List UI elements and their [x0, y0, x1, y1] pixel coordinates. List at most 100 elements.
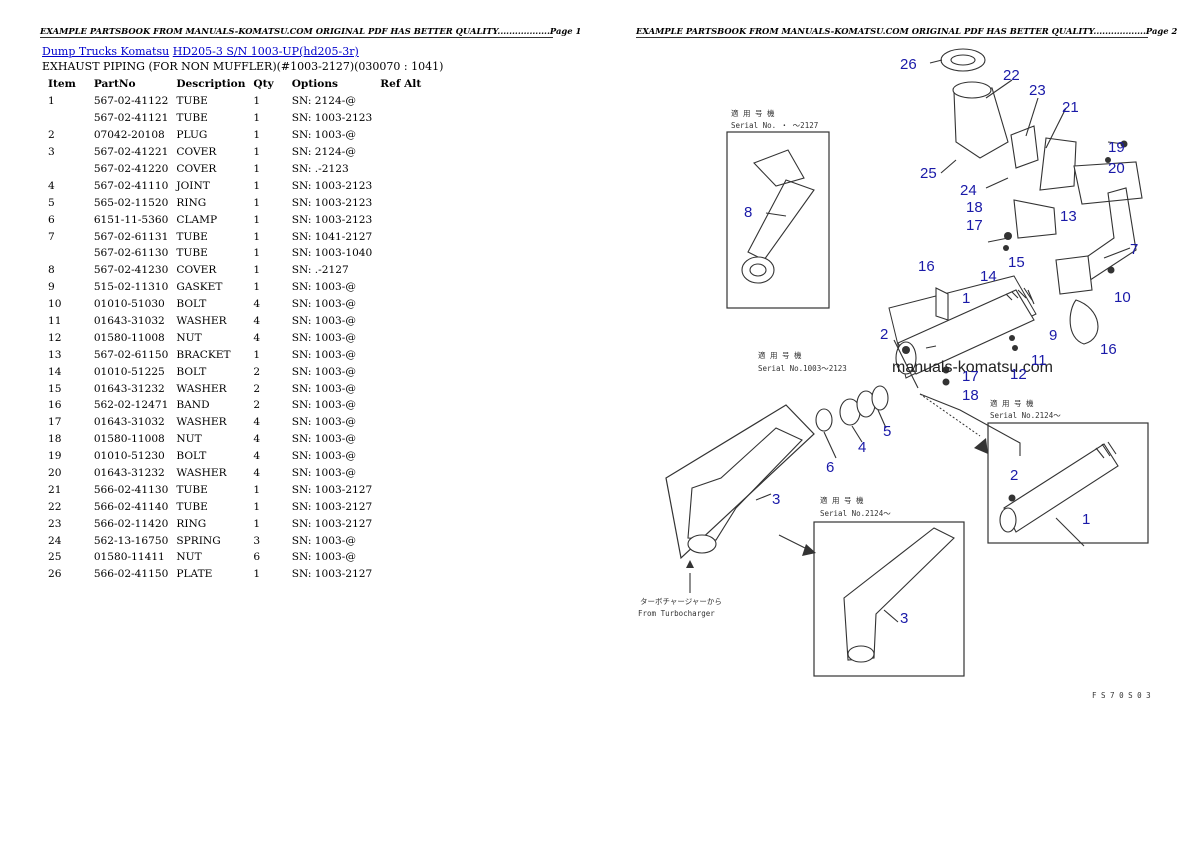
cell-item: 24 — [48, 534, 62, 547]
cell-qty: 6 — [253, 551, 261, 564]
cell-description: TUBE — [176, 500, 208, 513]
cell-partno: 01010-51230 — [93, 450, 165, 463]
cell-partno: 567-02-41230 — [93, 264, 169, 277]
cell-description: CLAMP — [176, 213, 218, 226]
cell-options: SN: 1003-@ — [291, 433, 356, 446]
cell-partno: 567-02-41221 — [93, 146, 169, 159]
note-serial-4: Serial No.2124～ — [820, 509, 891, 518]
cell-partno: 567-02-41122 — [93, 95, 169, 108]
note-serial-3: Serial No.2124～ — [990, 411, 1061, 420]
cell-description: WASHER — [176, 416, 227, 429]
callout-18b: 18 — [962, 387, 979, 404]
cell-options: SN: 1003-2127 — [291, 500, 373, 513]
watermark: manuals-komatsu.com — [892, 359, 1053, 376]
cell-item: 25 — [48, 551, 62, 564]
bellows-tube-part-1-inset — [999, 441, 1119, 533]
cell-partno: 567-02-61150 — [93, 348, 169, 361]
cell-qty: 2 — [253, 382, 261, 395]
cell-description: JOINT — [176, 179, 210, 192]
cell-qty: 2 — [253, 399, 261, 412]
callout-17a: 17 — [966, 217, 983, 234]
inset-frame-turbo-tube — [665, 404, 815, 560]
callout-16b: 16 — [1100, 341, 1117, 358]
cell-qty: 1 — [253, 163, 261, 175]
cell-ref-alt — [376, 566, 425, 583]
cell-description: BOLT — [176, 298, 207, 311]
callout-20: 20 — [1108, 160, 1125, 177]
cell-ref-alt — [376, 296, 425, 313]
cell-qty: 1 — [253, 196, 261, 209]
cell-description: COVER — [176, 264, 217, 277]
cell-partno: 567-02-41220 — [93, 163, 169, 175]
cell-options: SN: 1003-@ — [291, 534, 356, 547]
cell-qty: 4 — [253, 450, 261, 463]
cell-ref-alt — [376, 177, 425, 194]
note-turbo-en: From Turbocharger — [638, 609, 715, 618]
cell-description: COVER — [176, 163, 217, 175]
note-turbo-jp: ターボチャージャーから — [640, 597, 722, 606]
cell-qty: 4 — [253, 416, 261, 429]
cell-qty: 4 — [253, 298, 261, 311]
cell-description: WASHER — [176, 315, 227, 328]
col-header-item: Item — [48, 78, 76, 90]
cell-partno: 566-02-11420 — [93, 517, 169, 530]
callout-2a: 2 — [880, 326, 888, 343]
cell-options: SN: 1003-@ — [291, 416, 356, 429]
cell-partno: 566-02-41150 — [93, 568, 169, 581]
page-1-header: EXAMPLE PARTSBOOK FROM MANUALS-KOMATSU.C… — [40, 26, 582, 38]
tube-part-3-inset — [843, 527, 955, 663]
breadcrumb-link-model[interactable]: HD205-3 S/N 1003-UP(hd205-3r) — [172, 45, 359, 58]
cell-options: SN: .-2127 — [291, 264, 349, 277]
cell-qty: 1 — [253, 213, 261, 226]
col-header-ref-alt: Ref Alt — [380, 78, 422, 90]
cell-item: 17 — [48, 416, 62, 429]
cell-item: 11 — [48, 315, 62, 328]
cell-description: NUT — [176, 551, 202, 564]
cell-options: SN: 1003-@ — [291, 331, 356, 344]
callout-21: 21 — [1062, 99, 1079, 116]
callout-13: 13 — [1060, 208, 1077, 225]
elbow-assembly — [940, 48, 1143, 205]
cell-partno: 566-02-41130 — [93, 483, 169, 496]
cell-item: 26 — [48, 568, 62, 581]
col-header-partno: PartNo — [93, 78, 136, 90]
cell-options: SN: 1003-@ — [291, 315, 356, 328]
note-serial-4-jp: 適 用 号 機 — [820, 495, 864, 505]
cell-item: 3 — [48, 146, 55, 159]
callout-11: 11 — [1031, 352, 1047, 369]
cell-item: 8 — [48, 264, 55, 277]
callout-4: 4 — [858, 439, 866, 456]
tube-part-7 — [987, 187, 1137, 295]
cell-qty: 1 — [253, 112, 261, 125]
cell-item — [42, 161, 80, 178]
col-header-qty: Qty — [253, 78, 274, 90]
callout-7: 7 — [1130, 241, 1138, 258]
cell-qty: 1 — [253, 348, 261, 361]
cell-description: PLATE — [176, 568, 213, 581]
cell-ref-alt — [376, 93, 425, 110]
cell-item: 1 — [48, 95, 55, 108]
cell-partno: 515-02-11310 — [93, 281, 169, 294]
callout-25: 25 — [920, 165, 937, 182]
cell-item — [42, 110, 80, 127]
cell-ref-alt — [376, 346, 425, 363]
cell-description: NUT — [176, 433, 202, 446]
cell-ref-alt — [376, 329, 425, 346]
cell-ref-alt — [376, 211, 425, 228]
cell-ref-alt — [376, 279, 425, 296]
turbo-tube-part-3 — [687, 427, 803, 554]
breadcrumb-link-dump-trucks[interactable]: Dump Trucks Komatsu — [42, 45, 170, 58]
section-title: EXHAUST PIPING (FOR NON MUFFLER)(#1003-2… — [42, 60, 444, 73]
cell-ref-alt — [376, 515, 425, 532]
